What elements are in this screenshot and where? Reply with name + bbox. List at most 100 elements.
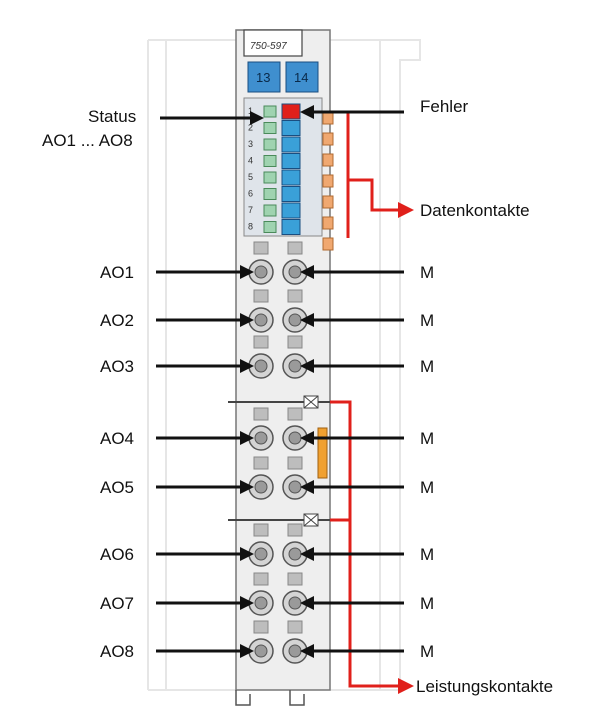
release-slot bbox=[253, 523, 269, 537]
terminal-hole bbox=[254, 480, 268, 494]
terminal-hole bbox=[254, 265, 268, 279]
marker-tab-13-label: 13 bbox=[256, 70, 270, 85]
led-number: 6 bbox=[248, 189, 253, 199]
output-label-left: AO8 bbox=[100, 642, 134, 661]
status-led bbox=[263, 171, 277, 184]
terminal-hole bbox=[254, 359, 268, 373]
channel-led bbox=[281, 186, 301, 202]
release-slot bbox=[253, 620, 269, 634]
output-label-right: M bbox=[420, 594, 434, 613]
terminal-hole bbox=[288, 547, 302, 561]
led-number: 4 bbox=[248, 156, 253, 166]
terminal-rows bbox=[248, 241, 308, 664]
output-label-left: AO7 bbox=[100, 594, 134, 613]
output-label-left: AO1 bbox=[100, 263, 134, 282]
data-contact-pin bbox=[322, 153, 334, 167]
channel-led bbox=[281, 169, 301, 186]
led-number: 5 bbox=[248, 172, 253, 182]
output-label-left: AO4 bbox=[100, 429, 134, 448]
data-contacts-bracket bbox=[346, 112, 398, 238]
status-led bbox=[263, 188, 277, 200]
status-led bbox=[263, 105, 277, 118]
terminal-hole bbox=[288, 480, 302, 494]
release-slot bbox=[287, 289, 303, 303]
output-arrow-head bbox=[240, 431, 254, 445]
release-slot bbox=[253, 289, 269, 303]
output-label-left: AO2 bbox=[100, 311, 134, 330]
release-slot bbox=[287, 620, 303, 634]
data-contacts-arrowhead bbox=[398, 202, 414, 218]
output-label-right: M bbox=[420, 263, 434, 282]
release-slot bbox=[287, 456, 303, 470]
ground-arrow-head bbox=[300, 313, 314, 327]
output-arrow-head bbox=[240, 313, 254, 327]
separator-cross-1 bbox=[303, 395, 319, 409]
part-number: 750-597 bbox=[250, 41, 287, 52]
data-contact-pin bbox=[322, 216, 334, 230]
output-label-right: M bbox=[420, 642, 434, 661]
data-contact-pin bbox=[322, 132, 334, 146]
ground-arrow-head bbox=[300, 547, 314, 561]
led-number: 1 bbox=[248, 106, 253, 116]
ground-arrow-head bbox=[300, 431, 314, 445]
ground-arrow-head bbox=[300, 359, 314, 373]
ground-arrow-head bbox=[300, 644, 314, 658]
module-top-cap bbox=[243, 29, 303, 57]
status-arrow-head bbox=[250, 111, 264, 125]
power-contact-strip bbox=[317, 427, 328, 479]
output-label-right: M bbox=[420, 311, 434, 330]
led-number: 7 bbox=[248, 205, 253, 215]
error-label: Fehler bbox=[420, 97, 469, 116]
release-slot bbox=[287, 523, 303, 537]
terminal-hole bbox=[288, 265, 302, 279]
channel-led bbox=[281, 219, 301, 235]
release-slot bbox=[253, 407, 269, 421]
output-label-left: AO5 bbox=[100, 478, 134, 497]
module-bottom-feet bbox=[235, 690, 305, 706]
output-arrow-head bbox=[240, 265, 254, 279]
output-label-left: AO6 bbox=[100, 545, 134, 564]
channel-led bbox=[281, 202, 301, 219]
channel-led bbox=[281, 136, 301, 153]
terminal-hole bbox=[254, 644, 268, 658]
data-contact-pin bbox=[322, 195, 334, 209]
separator-cross-2 bbox=[303, 513, 319, 527]
marker-tab-14 bbox=[285, 61, 319, 93]
release-slot bbox=[253, 572, 269, 586]
marker-tab-13 bbox=[247, 61, 281, 93]
terminal-hole bbox=[288, 431, 302, 445]
data-contact-pin bbox=[322, 111, 334, 125]
release-slot bbox=[287, 572, 303, 586]
output-label-right: M bbox=[420, 478, 434, 497]
output-arrow-head bbox=[240, 547, 254, 561]
status-led bbox=[263, 122, 277, 134]
power-contacts-arrowhead bbox=[398, 678, 414, 694]
terminal-hole bbox=[288, 644, 302, 658]
terminal-hole bbox=[254, 596, 268, 610]
release-slot bbox=[287, 335, 303, 349]
output-arrow-head bbox=[240, 480, 254, 494]
error-led bbox=[281, 103, 301, 120]
release-slot bbox=[253, 241, 269, 255]
channel-led bbox=[281, 153, 301, 169]
terminal-hole bbox=[254, 431, 268, 445]
data-contacts-label: Datenkontakte bbox=[420, 201, 530, 220]
data-contact-pin bbox=[322, 174, 334, 188]
output-label-right: M bbox=[420, 357, 434, 376]
status-label-line2: AO1 ... AO8 bbox=[42, 131, 133, 150]
channel-led bbox=[281, 120, 301, 136]
output-label-right: M bbox=[420, 545, 434, 564]
output-arrow-head bbox=[240, 644, 254, 658]
led-number: 8 bbox=[248, 222, 253, 232]
status-led bbox=[263, 155, 277, 167]
power-contacts-bracket bbox=[330, 400, 398, 688]
output-arrow-head bbox=[240, 596, 254, 610]
ground-arrow-head bbox=[300, 596, 314, 610]
release-slot bbox=[253, 456, 269, 470]
output-label-right: M bbox=[420, 429, 434, 448]
terminal-hole bbox=[288, 359, 302, 373]
release-slot bbox=[253, 335, 269, 349]
